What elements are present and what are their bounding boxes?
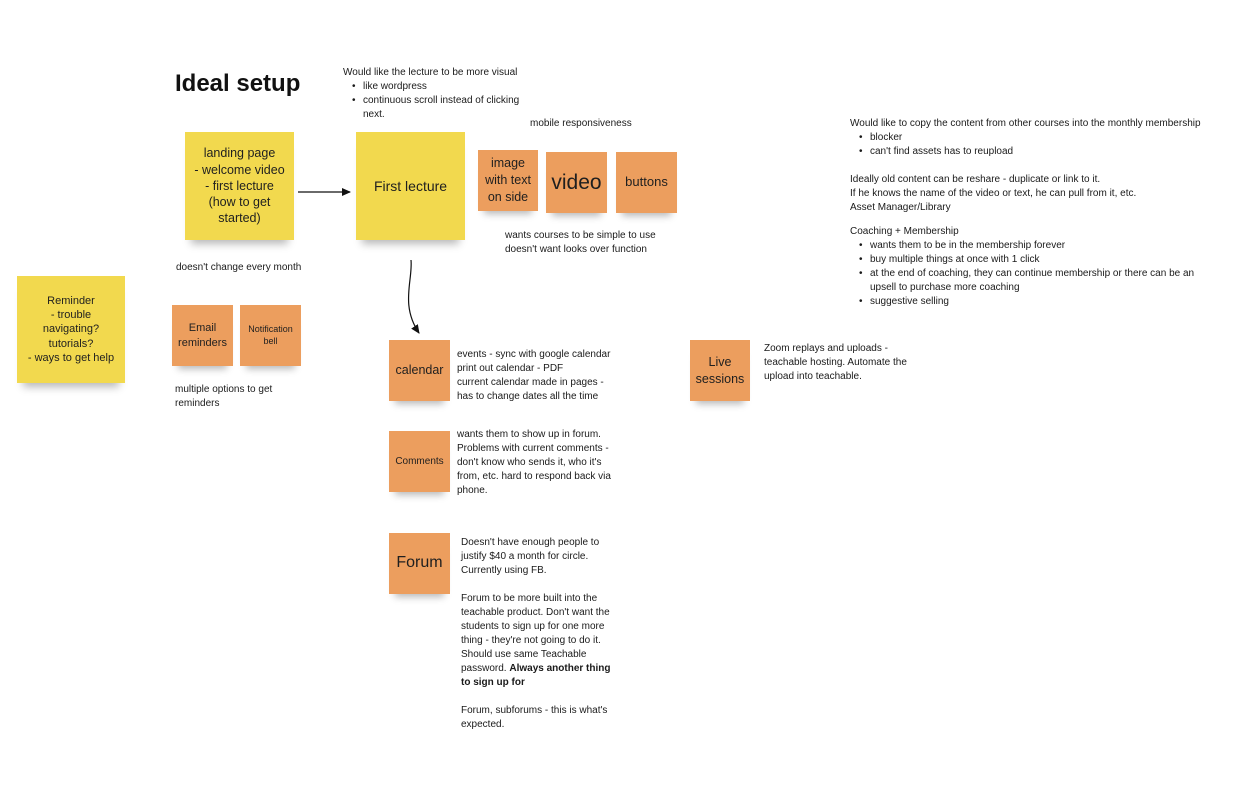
note-more-visual-heading: Would like the lecture to be more visual xyxy=(343,67,518,78)
sticky-comments[interactable]: Comments xyxy=(389,431,450,492)
note-forum: Doesn't have enough people to justify $4… xyxy=(461,536,621,732)
sticky-image-with-text[interactable]: image with text on side xyxy=(478,150,538,211)
note-more-visual: Would like the lecture to be more visual… xyxy=(343,66,543,122)
sticky-landing-page[interactable]: landing page - welcome video - first lec… xyxy=(185,132,294,240)
note-coaching-bullet: buy multiple things at once with 1 click xyxy=(859,253,1215,267)
note-forum-p1: Doesn't have enough people to justify $4… xyxy=(461,537,600,576)
sticky-reminder[interactable]: Reminder - trouble navigating? tutorials… xyxy=(17,276,125,383)
sticky-buttons[interactable]: buttons xyxy=(616,152,677,213)
note-coaching-bullet: wants them to be in the membership forev… xyxy=(859,239,1215,253)
sticky-notification-bell[interactable]: Notification bell xyxy=(240,305,301,366)
note-coaching-membership: Coaching + Membership wants them to be i… xyxy=(850,225,1215,309)
note-copy-content-bullet: blocker xyxy=(859,131,1230,145)
note-more-visual-bullet: like wordpress xyxy=(352,80,543,94)
sticky-first-lecture[interactable]: First lecture xyxy=(356,132,465,240)
note-simple-line: wants courses to be simple to use xyxy=(505,230,656,241)
note-forum-p2-bold: Always another thing to sign up for xyxy=(461,663,611,688)
note-reshare: Ideally old content can be reshare - dup… xyxy=(850,174,1137,213)
note-comments: wants them to show up in forum. Problems… xyxy=(457,429,611,496)
board-title: Ideal setup xyxy=(175,70,301,97)
note-live-sessions: Zoom replays and uploads - teachable hos… xyxy=(764,343,907,382)
note-more-visual-bullet: continuous scroll instead of clicking ne… xyxy=(352,94,543,122)
note-simple-line: doesn't want looks over function xyxy=(505,244,647,255)
note-copy-content: Would like to copy the content from othe… xyxy=(850,117,1230,159)
note-coaching-bullet: at the end of coaching, they can continu… xyxy=(859,267,1215,295)
note-coaching-heading: Coaching + Membership xyxy=(850,226,959,237)
note-calendar: events - sync with google calendar print… xyxy=(457,349,611,402)
sticky-calendar[interactable]: calendar xyxy=(389,340,450,401)
note-doesnt-change: doesn't change every month xyxy=(176,262,302,273)
note-coaching-bullet: suggestive selling xyxy=(859,295,1215,309)
sticky-email-reminders[interactable]: Email reminders xyxy=(172,305,233,366)
sticky-forum[interactable]: Forum xyxy=(389,533,450,594)
note-multiple-options: multiple options to get reminders xyxy=(175,384,273,409)
sticky-video[interactable]: video xyxy=(546,152,607,213)
note-copy-content-bullet: can't find assets has to reupload xyxy=(859,145,1230,159)
note-simple-to-use: wants courses to be simple to use doesn'… xyxy=(505,229,685,257)
note-copy-content-heading: Would like to copy the content from othe… xyxy=(850,118,1201,129)
note-forum-p2: Forum to be more built into the teachabl… xyxy=(461,593,610,674)
arrow-first-lecture-to-calendar xyxy=(407,259,420,334)
note-forum-p3: Forum, subforums - this is what's expect… xyxy=(461,705,608,730)
sticky-live-sessions[interactable]: Live sessions xyxy=(690,340,750,401)
note-mobile-responsiveness: mobile responsiveness xyxy=(530,118,632,129)
